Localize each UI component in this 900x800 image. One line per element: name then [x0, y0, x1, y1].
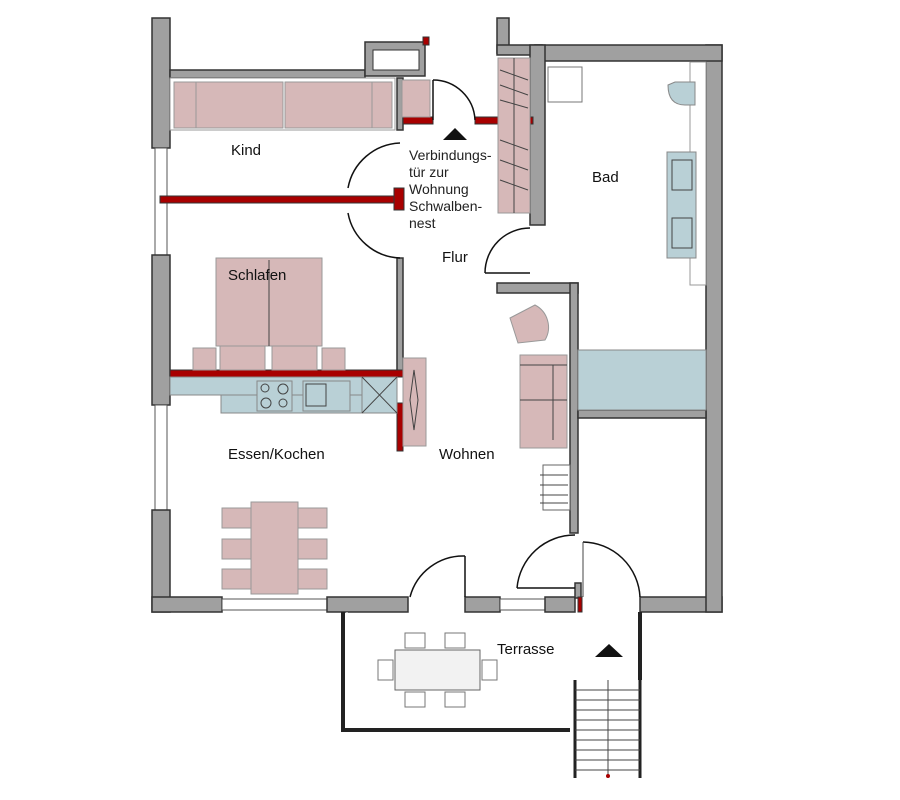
note-line: Schwalben- — [409, 198, 483, 214]
room-label-flur: Flur — [442, 249, 468, 266]
terrace-arrow-icon — [595, 644, 623, 657]
room-label-kind: Kind — [231, 142, 262, 159]
note-line: Verbindungs- — [409, 147, 492, 163]
note-line: nest — [409, 215, 436, 231]
bed — [192, 257, 346, 371]
dining-table — [221, 501, 328, 595]
room-label-schlafen: Schlafen — [228, 267, 287, 284]
terrace — [341, 612, 642, 732]
stairs — [573, 680, 642, 778]
kind-furniture — [169, 57, 531, 214]
note-line: Wohnung — [409, 181, 469, 197]
living-furniture — [402, 304, 571, 511]
entrance-arrow-icon — [443, 128, 467, 140]
note-line: tür zur — [409, 164, 449, 180]
room-label-terrasse: Terrasse — [497, 641, 555, 658]
room-label-wohnen: Wohnen — [439, 446, 495, 463]
kitchen — [169, 376, 398, 414]
room-label-essen-kochen: Essen/Kochen — [228, 446, 325, 463]
room-label-bad: Bad — [592, 169, 619, 186]
bathroom-fixtures — [547, 61, 707, 411]
connecting-door-note: Verbindungs- tür zur Wohnung Schwalben- … — [409, 147, 492, 232]
outer-walls — [151, 17, 723, 613]
doors — [347, 79, 641, 598]
